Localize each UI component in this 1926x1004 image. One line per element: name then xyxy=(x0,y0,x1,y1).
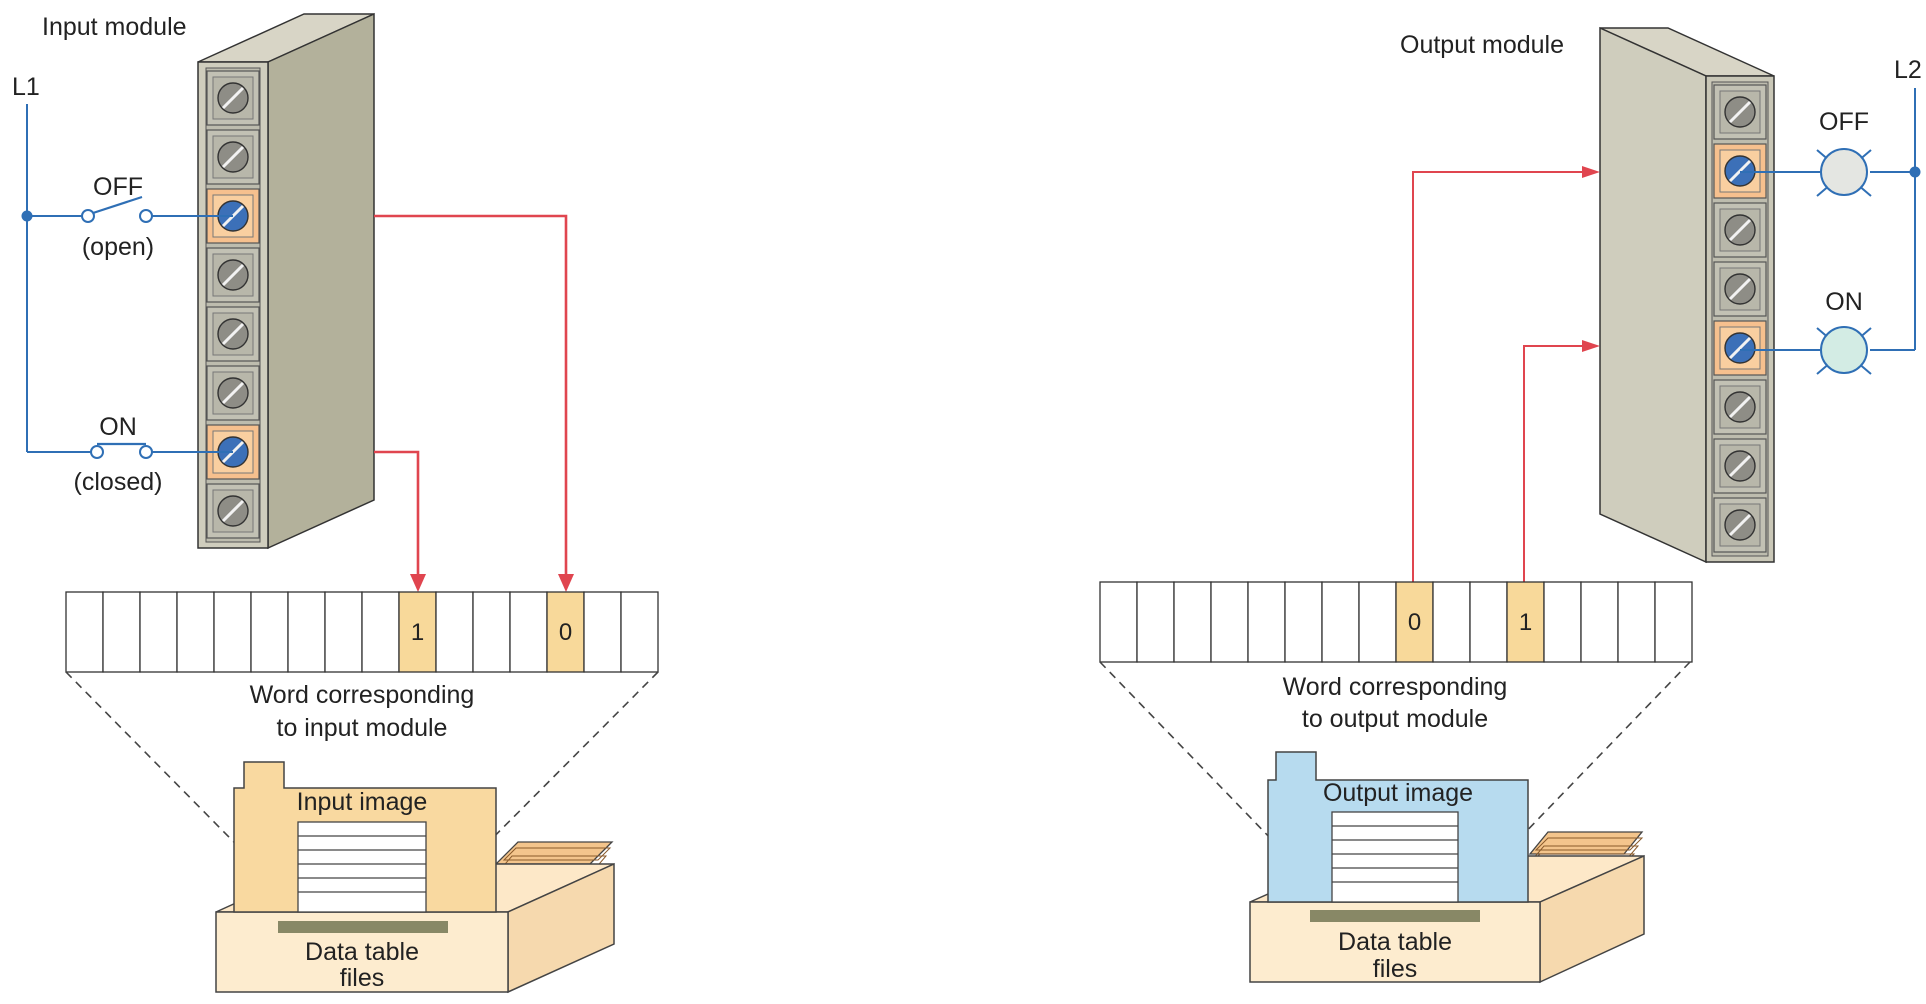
arrow-head-on-output xyxy=(1582,340,1600,352)
l1-wiring xyxy=(26,104,233,453)
input-terminal-6 xyxy=(206,365,260,421)
output-terminal-6 xyxy=(1713,379,1767,435)
output-terminal-7 xyxy=(1713,438,1767,494)
input-bit-cell-5 xyxy=(250,591,289,673)
on-switch-condition-label: (closed) xyxy=(74,468,163,496)
output-word-caption-line1: Word corresponding xyxy=(1283,673,1508,701)
arrow-head-bit-13 xyxy=(558,574,574,592)
input-word-caption-line1: Word corresponding xyxy=(250,681,475,709)
input-terminal-1 xyxy=(206,70,260,126)
input-bit-cell-4 xyxy=(213,591,252,673)
input-image-label: Input image xyxy=(297,788,428,816)
input-bit-cell-11 xyxy=(472,591,511,673)
output-bit-cell-14 xyxy=(1617,581,1656,663)
output-terminal-1 xyxy=(1713,84,1767,140)
output-terminal-8 xyxy=(1713,497,1767,553)
off-lamp-label: OFF xyxy=(1819,108,1869,136)
output-bit-cell-7 xyxy=(1358,581,1397,663)
input-module xyxy=(197,12,375,550)
off-switch-state-label: OFF xyxy=(93,173,143,201)
l1-junction-dot xyxy=(21,210,33,222)
l1-label: L1 xyxy=(12,73,40,101)
input-terminal-2 xyxy=(206,129,260,185)
input-files-label-line2: files xyxy=(340,964,384,992)
output-terminal-strip xyxy=(1713,84,1767,553)
output-word-caption-line2: to output module xyxy=(1302,705,1488,733)
input-bit-cell-12 xyxy=(509,591,548,673)
output-side: Output module L2 OFF ON xyxy=(1099,26,1922,984)
arrow-head-off-output xyxy=(1582,166,1600,178)
input-bit-cell-7 xyxy=(324,591,363,673)
output-bit-cell-13 xyxy=(1580,581,1619,663)
output-signal-arrows xyxy=(1412,171,1586,582)
input-data-table-files xyxy=(215,761,615,994)
output-terminal-4 xyxy=(1713,261,1767,317)
input-files-label-line1: Data table xyxy=(305,938,419,966)
input-bit-cell-10 xyxy=(435,591,474,673)
output-files-label-line2: files xyxy=(1373,955,1417,983)
output-bit-cell-12 xyxy=(1543,581,1582,663)
output-image-label: Output image xyxy=(1323,779,1473,807)
input-terminal-strip xyxy=(206,70,260,539)
output-bit-cell-5 xyxy=(1284,581,1323,663)
input-signal-arrows xyxy=(374,214,568,582)
on-switch xyxy=(90,442,153,459)
on-switch-state-label: ON xyxy=(99,413,137,441)
output-bit-cell-6 xyxy=(1321,581,1360,663)
off-switch xyxy=(81,195,153,223)
l2-label: L2 xyxy=(1894,56,1922,84)
output-terminal-5 xyxy=(1713,320,1767,376)
l2-wiring xyxy=(1740,88,1916,351)
input-bit-cell-3 xyxy=(176,591,215,673)
input-bit-value-9: 1 xyxy=(411,619,424,646)
output-bit-cell-4 xyxy=(1247,581,1286,663)
output-files-label-line1: Data table xyxy=(1338,928,1452,956)
output-bit-cell-9 xyxy=(1432,581,1471,663)
input-bit-cell-6 xyxy=(287,591,326,673)
output-bit-cell-3 xyxy=(1210,581,1249,663)
on-lamp-label: ON xyxy=(1825,288,1863,316)
output-module-label: Output module xyxy=(1400,31,1564,59)
output-bit-cell-2 xyxy=(1173,581,1212,663)
input-bit-cell-13 xyxy=(546,591,585,673)
input-bit-cell-2 xyxy=(139,591,178,673)
on-lamp xyxy=(1816,326,1872,375)
input-bit-cell-1 xyxy=(102,591,141,673)
output-bit-cell-1 xyxy=(1136,581,1175,663)
output-bit-value-11: 1 xyxy=(1519,609,1532,636)
output-bit-cell-0 xyxy=(1099,581,1138,663)
input-bit-cell-0 xyxy=(65,591,104,673)
input-bit-cell-8 xyxy=(361,591,400,673)
input-bit-cell-15 xyxy=(620,591,659,673)
output-module xyxy=(1599,26,1775,564)
input-bit-value-13: 0 xyxy=(559,619,572,646)
input-bit-cell-14 xyxy=(583,591,622,673)
output-bit-cell-11 xyxy=(1506,581,1545,663)
output-terminal-3 xyxy=(1713,202,1767,258)
input-word-caption-line2: to input module xyxy=(277,714,448,742)
input-terminal-8 xyxy=(206,483,260,539)
output-bit-cell-15 xyxy=(1654,581,1693,663)
l2-junction-dot xyxy=(1909,166,1921,178)
input-side: L1 OFF (open) ON (closed) Input module xyxy=(12,12,659,994)
output-bit-cell-8 xyxy=(1395,581,1434,663)
output-data-table-files xyxy=(1249,751,1645,984)
input-module-label: Input module xyxy=(42,13,187,41)
input-bit-cell-9 xyxy=(398,591,437,673)
arrow-head-bit-9 xyxy=(410,574,426,592)
output-bit-value-8: 0 xyxy=(1408,609,1421,636)
input-terminal-4 xyxy=(206,247,260,303)
off-lamp xyxy=(1816,148,1872,197)
output-bit-cell-10 xyxy=(1469,581,1508,663)
off-switch-condition-label: (open) xyxy=(82,233,154,261)
input-terminal-5 xyxy=(206,306,260,362)
